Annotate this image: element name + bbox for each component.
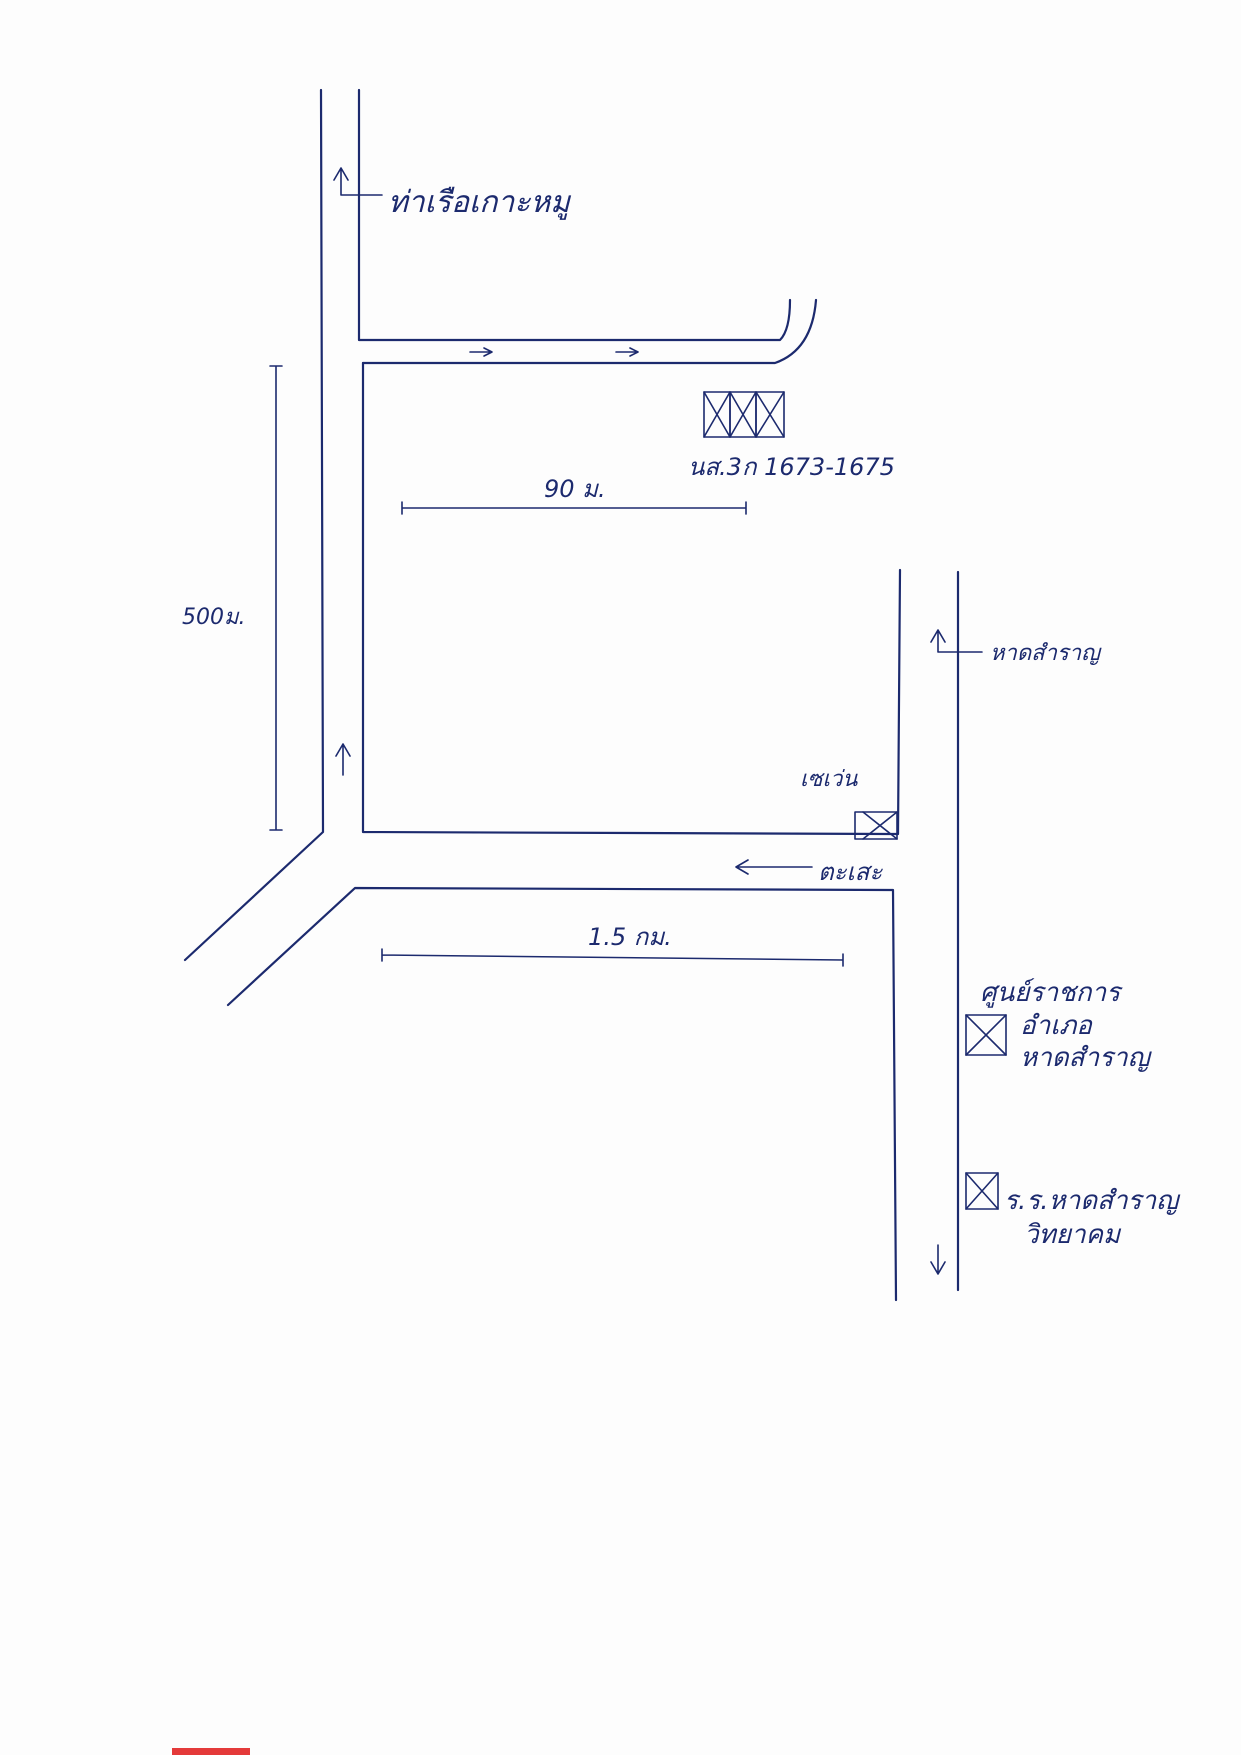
distance-1-5km-label: 1.5 กม. bbox=[588, 923, 672, 951]
landmark-box-icon bbox=[965, 1014, 1007, 1056]
gov-center-box bbox=[965, 1014, 1007, 1056]
parcel-boxes bbox=[703, 391, 785, 438]
school-line-2: วิทยาคม bbox=[1024, 1219, 1121, 1250]
arrow-up-icon bbox=[333, 167, 383, 196]
school-box bbox=[965, 1172, 999, 1210]
landmarks bbox=[703, 391, 1007, 1210]
distance-500m-label: 500ม. bbox=[182, 605, 246, 630]
tasae-label: ตะเสะ bbox=[818, 858, 883, 886]
gov-center-label: ศูนย์ราชการ อำเภอ หาดสำราญ bbox=[980, 977, 1150, 1075]
gov-center-line-1: ศูนย์ราชการ bbox=[980, 978, 1121, 1008]
hat-samran-label: หาดสำราญ bbox=[990, 641, 1100, 666]
gov-center-line-3: หาดสำราญ bbox=[1020, 1043, 1150, 1073]
distance-90m-label: 90 ม. bbox=[544, 475, 606, 503]
dimension-line-icon bbox=[381, 948, 844, 967]
landmark-box-icon bbox=[965, 1172, 999, 1210]
arrow-right-icon bbox=[469, 347, 493, 357]
direction-arrows bbox=[333, 167, 983, 1275]
parcel-label: นส.3ก 1673-1675 bbox=[688, 453, 895, 481]
footer-mark bbox=[172, 1748, 250, 1755]
left-road-outer-edge bbox=[183, 88, 325, 962]
school-line-1: ร.ร.หาดสำราญ bbox=[1004, 1186, 1179, 1216]
dimension-line-icon bbox=[269, 365, 283, 831]
landmark-box-icon bbox=[755, 391, 785, 438]
seven-eleven-box bbox=[854, 811, 898, 840]
arrow-right-icon bbox=[615, 347, 639, 357]
left-road-inner-edge bbox=[361, 361, 902, 836]
left-road-inner-edge-upper bbox=[357, 88, 792, 342]
school-label: ร.ร.หาดสำราญ วิทยาคม bbox=[1004, 1185, 1178, 1253]
lower-road-edge bbox=[226, 886, 898, 1302]
arrow-left-icon bbox=[735, 859, 813, 875]
arrow-up-icon bbox=[930, 629, 983, 653]
arrow-down-icon bbox=[930, 1244, 946, 1275]
arrow-up-icon bbox=[335, 743, 351, 776]
pier-label: ท่าเรือเกาะหมู bbox=[388, 185, 570, 220]
landmark-box-icon bbox=[854, 811, 898, 840]
left-road-inner-edge-lower bbox=[361, 298, 818, 365]
dimension-lines bbox=[269, 365, 844, 967]
gov-center-line-2: อำเภอ bbox=[1020, 1010, 1092, 1041]
seven-eleven-label: เซเว่น bbox=[800, 767, 858, 792]
roads bbox=[183, 88, 960, 1302]
dimension-line-icon bbox=[401, 501, 747, 515]
